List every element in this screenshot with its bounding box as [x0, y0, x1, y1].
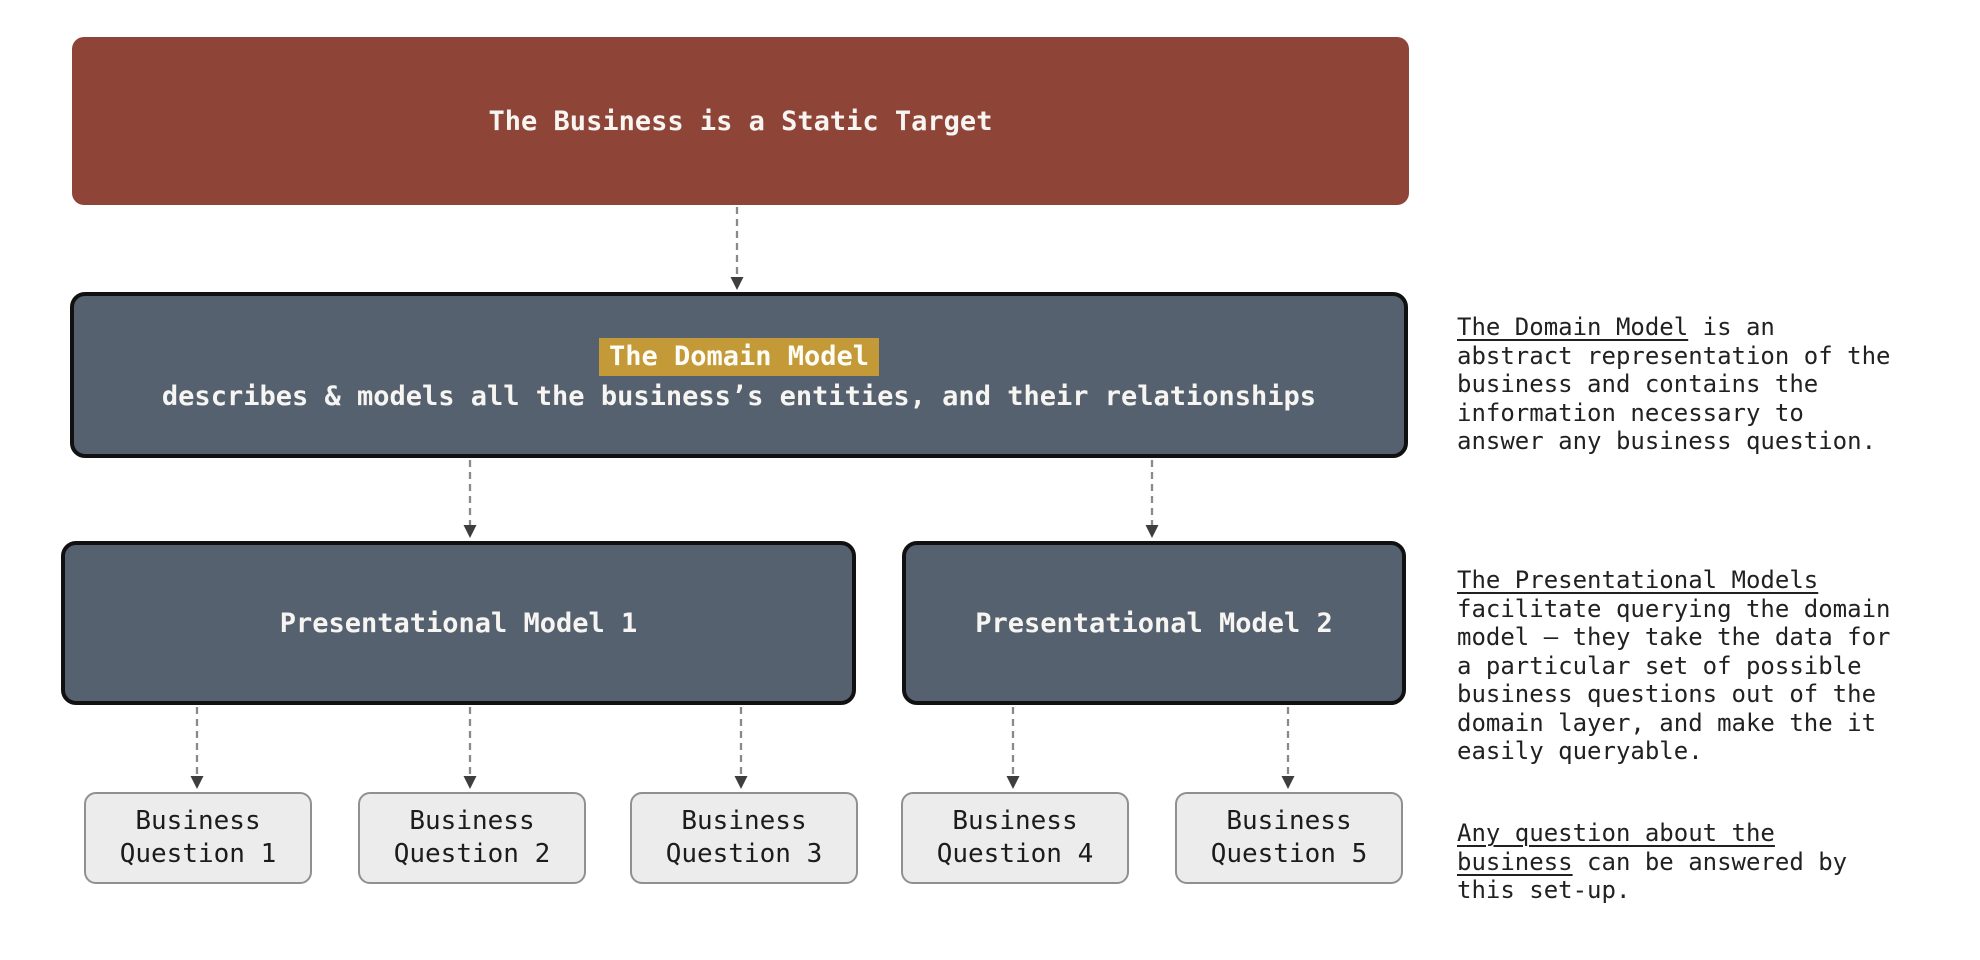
arrowhead — [463, 525, 477, 538]
arrowhead — [1281, 776, 1295, 789]
annotation-presentational-models: The Presentational Models facilitate que… — [1457, 566, 1897, 766]
arrow-domain-to-pm1 — [463, 460, 477, 538]
business-static-target-box: The Business is a Static Target — [72, 37, 1409, 205]
annotation-underlined-lead: Any question about the business — [1457, 819, 1775, 876]
business-question-label: Question 4 — [936, 839, 1094, 869]
arrowhead — [190, 776, 204, 789]
annotation-underlined-lead: The Domain Model — [1457, 313, 1689, 341]
presentational-model-2-label: Presentational Model 2 — [975, 607, 1333, 639]
arrowhead — [1006, 776, 1020, 789]
domain-model-title: The Domain Model — [598, 338, 880, 376]
annotation-body: can be answered by this set-up. — [1457, 847, 1848, 905]
business-question-label: Question 3 — [665, 839, 823, 869]
business-question-label: Business — [135, 806, 261, 836]
arrowhead — [1145, 525, 1159, 538]
business-question-3-box: Business Question 3 — [630, 792, 858, 884]
business-static-target-label: The Business is a Static Target — [488, 105, 993, 137]
arrow-pm1-to-bq2 — [463, 707, 477, 789]
arrowhead — [734, 776, 748, 789]
arrow-pm1-to-bq1 — [190, 707, 204, 789]
arrow-pm2-to-bq5 — [1281, 707, 1295, 789]
business-question-5-box: Business Question 5 — [1175, 792, 1403, 884]
arrowhead — [730, 277, 744, 290]
annotation-any-question: Any question about the business can be a… — [1457, 819, 1897, 905]
presentational-model-1-box: Presentational Model 1 — [61, 541, 856, 705]
arrow-domain-to-pm2 — [1145, 460, 1159, 538]
arrow-pm1-to-bq3 — [734, 707, 748, 789]
business-question-label: Question 2 — [393, 839, 551, 869]
arrow-business-to-domain — [730, 207, 744, 290]
business-question-label: Question 5 — [1210, 839, 1368, 869]
domain-model-subtitle: describes & models all the business’s en… — [161, 381, 1317, 412]
arrowhead — [463, 776, 477, 789]
business-question-label: Business — [1226, 806, 1352, 836]
presentational-model-1-label: Presentational Model 1 — [279, 607, 638, 639]
business-question-label: Question 1 — [119, 839, 277, 869]
arrow-pm2-to-bq4 — [1006, 707, 1020, 789]
annotation-body: facilitate querying the domain model — t… — [1457, 594, 1891, 766]
presentational-model-2-box: Presentational Model 2 — [902, 541, 1406, 705]
business-question-label: Business — [681, 806, 807, 836]
annotation-domain-model: The Domain Model is an abstract represen… — [1457, 313, 1897, 456]
business-question-2-box: Business Question 2 — [358, 792, 586, 884]
domain-model-box: The Domain Model describes & models all … — [70, 292, 1408, 458]
business-question-4-box: Business Question 4 — [901, 792, 1129, 884]
business-question-label: Business — [952, 806, 1078, 836]
annotation-underlined-lead: The Presentational Models — [1457, 566, 1819, 594]
business-question-1-box: Business Question 1 — [84, 792, 312, 884]
annotation-body: is an abstract representation of the bus… — [1457, 313, 1891, 455]
business-question-label: Business — [409, 806, 535, 836]
